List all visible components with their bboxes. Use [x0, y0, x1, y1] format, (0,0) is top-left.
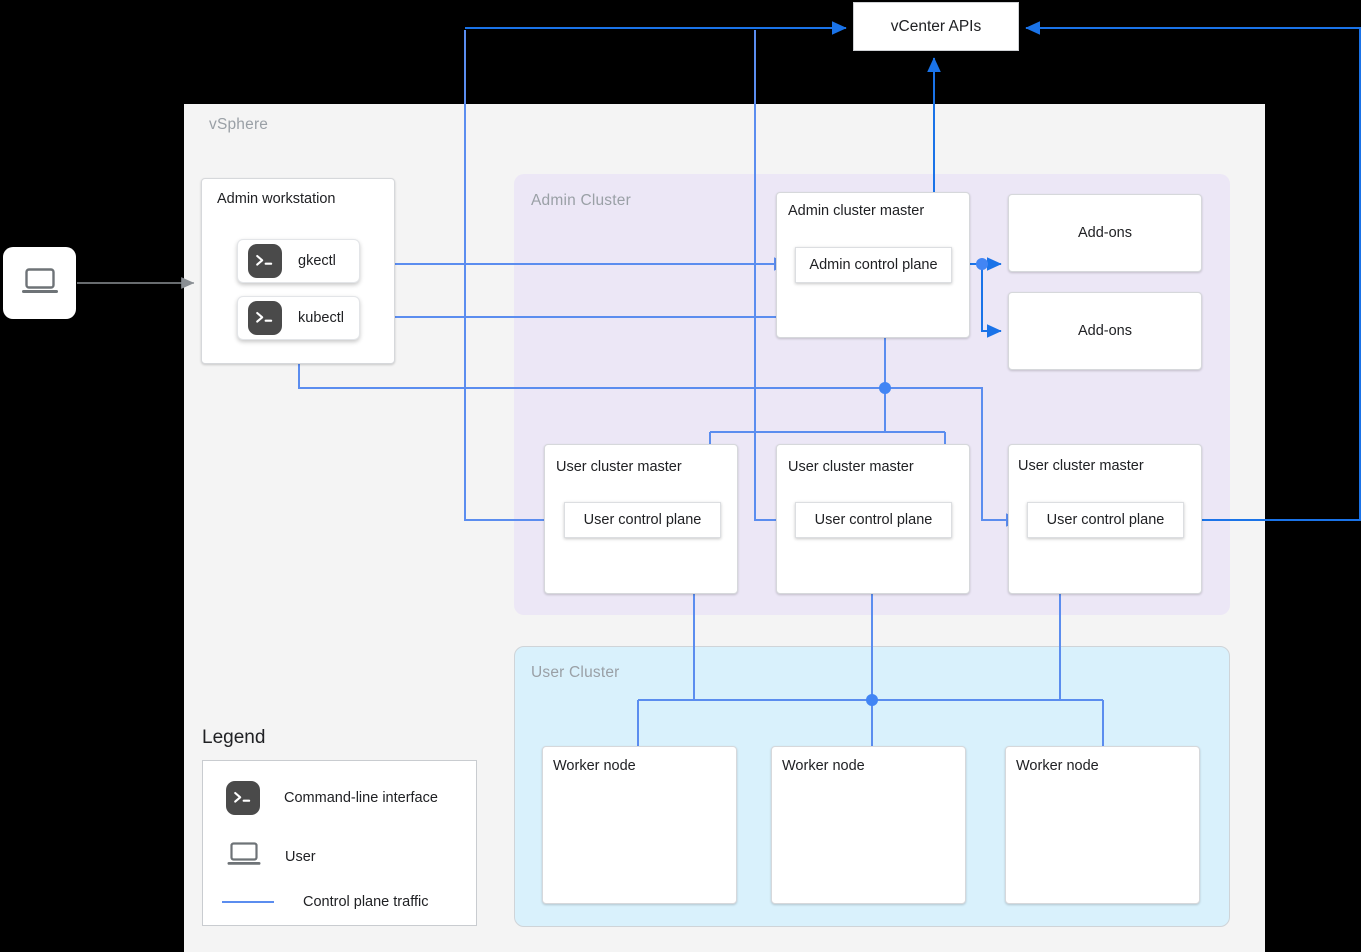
legend-label-traffic: Control plane traffic [303, 894, 429, 910]
gkectl-chip[interactable]: gkectl [237, 239, 360, 283]
admin-cluster-label: Admin Cluster [531, 192, 631, 209]
user-cluster-master-title: User cluster master [1018, 458, 1144, 474]
line-swatch-icon [222, 901, 274, 903]
addons-box-1[interactable]: Add-ons [1008, 194, 1202, 272]
user-cluster-label: User Cluster [531, 664, 620, 681]
user-control-plane-box-2[interactable]: User control plane [795, 502, 952, 538]
user-node[interactable] [3, 247, 76, 319]
worker-node-title: Worker node [1016, 758, 1099, 774]
worker-node-box-2[interactable] [771, 746, 966, 904]
vcenter-apis-box[interactable]: vCenter APIs [853, 2, 1019, 51]
user-cluster-master-title: User cluster master [556, 459, 682, 475]
addons-label: Add-ons [1077, 323, 1132, 339]
worker-node-box-3[interactable] [1005, 746, 1200, 904]
worker-node-box-1[interactable] [542, 746, 737, 904]
laptop-icon [226, 841, 262, 872]
admin-cluster-master-title: Admin cluster master [788, 203, 925, 219]
legend-title: Legend [202, 727, 266, 748]
user-control-plane-box-1[interactable]: User control plane [564, 502, 721, 538]
worker-node-title: Worker node [553, 758, 636, 774]
kubectl-chip[interactable]: kubectl [237, 296, 360, 340]
worker-node-title: Worker node [782, 758, 865, 774]
legend-item-cli: Command-line interface [226, 781, 438, 815]
addons-box-2[interactable]: Add-ons [1008, 292, 1202, 370]
vsphere-label: vSphere [209, 116, 269, 133]
legend-item-traffic: Control plane traffic [222, 894, 428, 910]
terminal-icon [248, 244, 282, 278]
admin-workstation-title: Admin workstation [217, 191, 336, 207]
gkectl-label: gkectl [298, 253, 336, 269]
legend-label-cli: Command-line interface [284, 790, 438, 806]
terminal-icon [248, 301, 282, 335]
legend-label-user: User [285, 848, 316, 865]
admin-control-plane-box[interactable]: Admin control plane [795, 247, 952, 283]
addons-label: Add-ons [1077, 225, 1132, 241]
user-control-plane-box-3[interactable]: User control plane [1027, 502, 1184, 538]
laptop-icon [20, 266, 60, 301]
legend-item-user: User [226, 841, 316, 872]
kubectl-label: kubectl [298, 310, 344, 326]
terminal-icon [226, 781, 260, 815]
user-cluster-master-title: User cluster master [788, 459, 914, 475]
